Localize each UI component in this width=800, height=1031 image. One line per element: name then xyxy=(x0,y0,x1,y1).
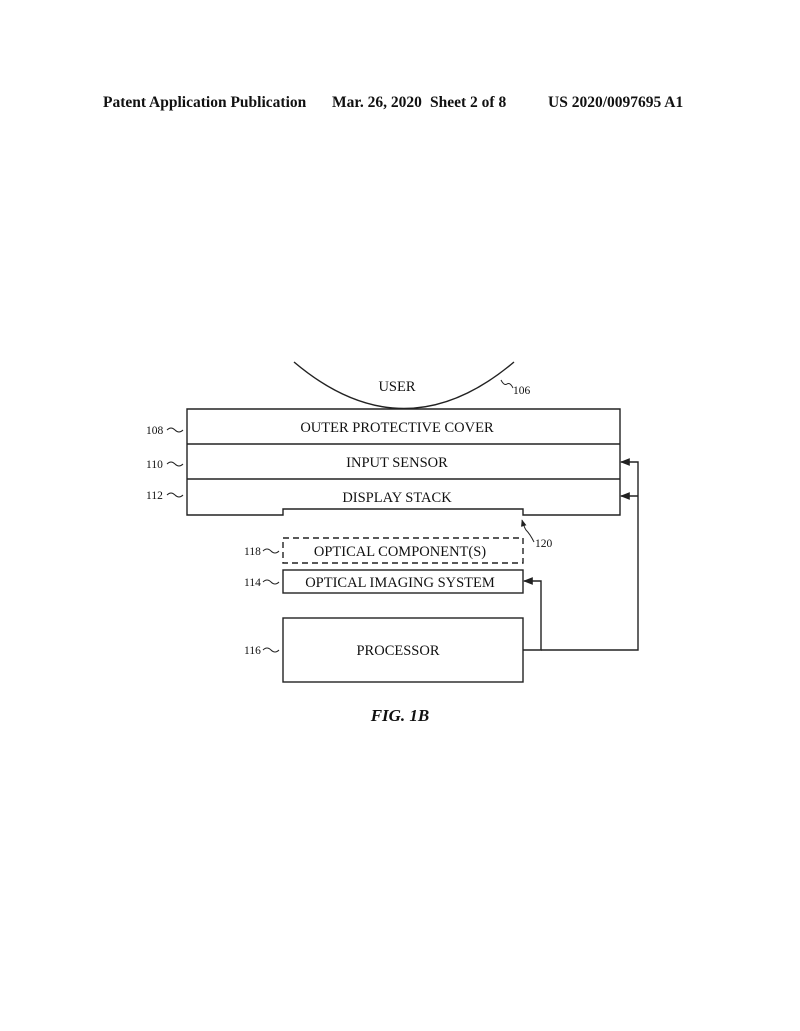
leader-120 xyxy=(521,519,535,543)
leader-108 xyxy=(166,427,184,433)
optical-component-label: OPTICAL COMPONENT(S) xyxy=(314,544,486,560)
leader-106 xyxy=(500,379,514,389)
ref-118: 118 xyxy=(244,546,261,558)
ref-120: 120 xyxy=(535,538,553,550)
leader-118 xyxy=(262,548,280,554)
leader-114 xyxy=(262,579,280,585)
ref-112: 112 xyxy=(146,490,163,502)
ref-106: 106 xyxy=(513,385,531,397)
page-header: Patent Application Publication Mar. 26, … xyxy=(0,94,800,116)
figure-caption: FIG. 1B xyxy=(370,706,430,725)
optical-imaging-system-box xyxy=(282,569,524,594)
processor-label: PROCESSOR xyxy=(356,643,439,659)
connector-processor-to-input-sensor xyxy=(541,458,639,651)
input-sensor-label: INPUT SENSOR xyxy=(346,455,448,471)
leader-116 xyxy=(262,647,280,653)
publication-title: Patent Application Publication xyxy=(103,94,307,111)
optical-imaging-system-label: OPTICAL IMAGING SYSTEM xyxy=(305,575,495,591)
leader-110 xyxy=(166,461,184,467)
ref-116: 116 xyxy=(244,645,261,657)
publication-date: Mar. 26, 2020 xyxy=(332,94,422,111)
sheet-number: Sheet 2 of 8 xyxy=(430,94,507,111)
user-label: USER xyxy=(378,379,415,395)
outer-protective-cover-label: OUTER PROTECTIVE COVER xyxy=(300,420,494,436)
optical-component-box xyxy=(282,537,524,564)
publication-number: US 2020/0097695 A1 xyxy=(548,94,684,111)
connector-processor-to-imaging xyxy=(523,577,542,651)
ref-110: 110 xyxy=(146,459,163,471)
ref-114: 114 xyxy=(244,577,261,589)
display-stack-label: DISPLAY STACK xyxy=(342,490,452,506)
leader-112 xyxy=(166,492,184,498)
ref-108: 108 xyxy=(146,425,164,437)
